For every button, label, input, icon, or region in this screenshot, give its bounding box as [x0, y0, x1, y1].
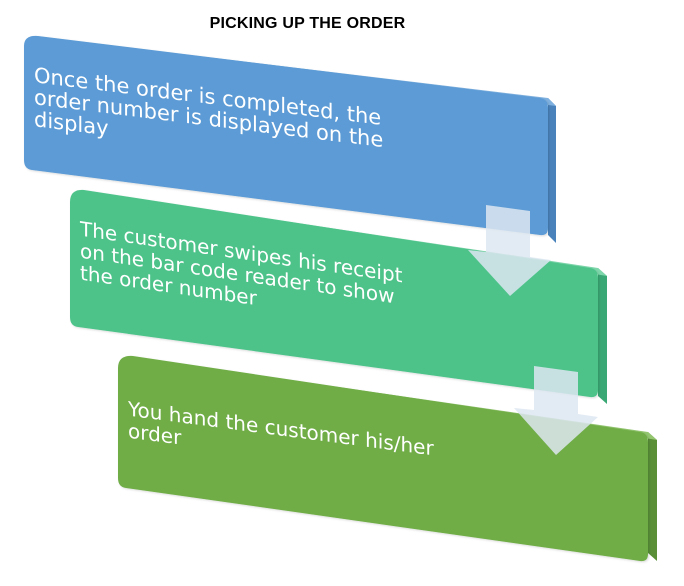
arrow-down-icon: [468, 205, 551, 296]
step-2-face: [70, 189, 598, 398]
step-1-face: [24, 35, 548, 236]
arrow-down-icon: [514, 366, 598, 455]
diagram-title: PICKING UP THE ORDER: [209, 15, 406, 32]
arrow-1-shape: [468, 205, 551, 296]
arrow-2-shape: [514, 366, 598, 455]
step-1-side: [548, 98, 556, 243]
step-1: Once the order is completed, the order n…: [24, 35, 556, 243]
step-3-side: [648, 432, 657, 561]
step-3-face: [118, 355, 648, 562]
step-2-side: [598, 268, 607, 404]
